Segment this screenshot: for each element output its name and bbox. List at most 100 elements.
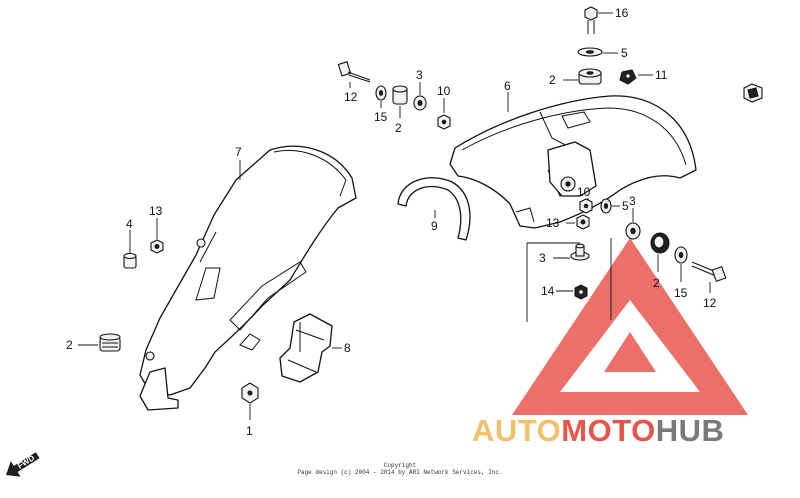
nut-hole bbox=[154, 244, 160, 249]
rear-fender-slot bbox=[561, 111, 591, 129]
callout-10: 10 bbox=[577, 185, 591, 199]
callout-5: 5 bbox=[622, 199, 629, 213]
bolt-head bbox=[584, 6, 598, 21]
copyright-line-2: Page design (c) 2004 - 2014 by ARI Netwo… bbox=[297, 469, 502, 476]
nut-hole bbox=[579, 290, 583, 294]
watermark-hub: HUB bbox=[656, 413, 725, 448]
grommet-part-2[interactable] bbox=[650, 232, 670, 254]
band-part-9[interactable] bbox=[397, 177, 471, 241]
clip-part-11[interactable] bbox=[619, 69, 637, 85]
callout-2: 2 bbox=[549, 73, 556, 87]
band-body bbox=[397, 177, 471, 241]
callout-2: 2 bbox=[653, 276, 660, 290]
plate-body bbox=[279, 313, 333, 383]
rear-fender[interactable] bbox=[449, 95, 697, 229]
washer-part-5[interactable] bbox=[577, 47, 603, 57]
callout-12: 12 bbox=[344, 90, 358, 104]
grommet-top bbox=[99, 333, 121, 341]
watermark-moto: MOTO bbox=[561, 413, 655, 448]
callout-14: 14 bbox=[541, 284, 555, 298]
clip-nut-hole bbox=[247, 390, 253, 396]
grommet-part-2[interactable] bbox=[578, 68, 602, 85]
callout-15: 15 bbox=[674, 286, 688, 300]
inner-fender-hole bbox=[145, 351, 155, 361]
bolt-part-12[interactable] bbox=[691, 261, 727, 283]
callout-15: 15 bbox=[374, 110, 388, 124]
callout-3: 3 bbox=[539, 251, 546, 265]
bolt-shank bbox=[691, 265, 717, 277]
rear-fender-inner-edge bbox=[461, 107, 687, 166]
arrow-icon bbox=[6, 452, 40, 477]
nut-part-10[interactable] bbox=[579, 198, 593, 214]
callout-3: 3 bbox=[629, 194, 636, 208]
watermark-triangle-outer bbox=[512, 238, 748, 415]
clip-nut-shade bbox=[747, 87, 759, 99]
callout-2: 2 bbox=[66, 338, 73, 352]
nut-part-14[interactable] bbox=[574, 284, 588, 300]
callout-3: 3 bbox=[416, 68, 423, 82]
grommet-hole bbox=[586, 71, 594, 75]
inner-fender-strap bbox=[229, 261, 307, 331]
callout-5: 5 bbox=[621, 46, 628, 60]
nut-part-13[interactable] bbox=[576, 214, 590, 230]
rear-fender-grommet-hole bbox=[565, 181, 571, 187]
bolt-part-12[interactable] bbox=[337, 61, 371, 83]
washer-part-15[interactable] bbox=[674, 246, 688, 264]
callout-10: 10 bbox=[437, 84, 451, 98]
rear-fender-mount bbox=[547, 141, 597, 197]
clip-nut-part-1[interactable] bbox=[241, 382, 259, 404]
inner-fender-body bbox=[139, 145, 357, 396]
collar-part-3[interactable] bbox=[570, 243, 590, 261]
washer-hole bbox=[603, 203, 609, 209]
grommet-top bbox=[392, 85, 408, 93]
grommet-ridges bbox=[102, 342, 118, 348]
washer-hole bbox=[678, 251, 684, 259]
callout-13: 13 bbox=[149, 204, 163, 218]
collar-part-3[interactable] bbox=[625, 222, 641, 240]
watermark-triangle bbox=[512, 238, 748, 415]
callout-9: 9 bbox=[431, 219, 438, 233]
exploded-axis-bracket bbox=[526, 238, 612, 322]
clip-hole bbox=[625, 73, 631, 79]
callout-8: 8 bbox=[344, 341, 351, 355]
callout-1: 1 bbox=[246, 424, 253, 438]
washer-part-15[interactable] bbox=[375, 85, 387, 101]
nut-part-13[interactable] bbox=[150, 239, 164, 254]
watermark-text: AUTOMOTOHUB bbox=[472, 413, 724, 448]
inner-fender-strap bbox=[239, 333, 261, 351]
washer-hole bbox=[586, 50, 594, 54]
callout-16: 16 bbox=[615, 6, 629, 20]
rear-inner-fender[interactable] bbox=[139, 145, 357, 411]
callout-13: 13 bbox=[546, 216, 560, 230]
inner-fender-lip bbox=[273, 149, 347, 197]
washer-hole bbox=[378, 90, 384, 96]
collar-hole bbox=[417, 100, 423, 106]
clip-nut-far-right[interactable] bbox=[743, 83, 763, 103]
inner-fender-rib bbox=[195, 231, 221, 301]
callout-12: 12 bbox=[703, 296, 717, 310]
plate-ribs bbox=[287, 322, 325, 373]
bolt-shank bbox=[348, 74, 371, 83]
watermark-triangle-inner bbox=[604, 332, 656, 372]
callout-6: 6 bbox=[504, 79, 511, 93]
fwd-arrow: FWD bbox=[6, 452, 40, 477]
collar-part-4[interactable] bbox=[123, 252, 137, 269]
collar-part-3[interactable] bbox=[413, 95, 427, 111]
grommet-part-2[interactable] bbox=[99, 333, 121, 352]
bolt-part-16[interactable] bbox=[584, 6, 598, 34]
nut-part-10[interactable] bbox=[437, 114, 451, 130]
plate-part-8[interactable] bbox=[279, 313, 333, 383]
grommet-face bbox=[653, 235, 665, 249]
grommet-part-2[interactable] bbox=[392, 85, 408, 105]
collar-top bbox=[575, 243, 585, 249]
washer-part-5[interactable] bbox=[600, 198, 612, 214]
bolt-shank bbox=[347, 71, 371, 81]
bolt-head bbox=[711, 265, 727, 283]
nut-hole bbox=[441, 119, 447, 125]
nut-hole bbox=[583, 203, 589, 209]
nut-hole bbox=[580, 219, 586, 225]
callout-4: 4 bbox=[126, 217, 133, 231]
rear-fender-tab bbox=[515, 207, 535, 223]
